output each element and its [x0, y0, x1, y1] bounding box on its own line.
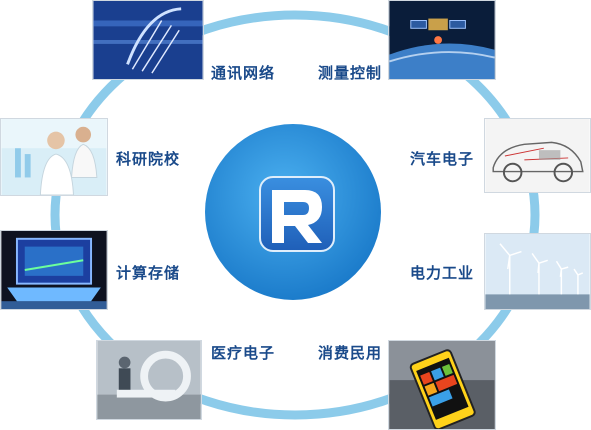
- laboratory-icon: [1, 119, 107, 195]
- label-computing-storage: 计算存储: [116, 264, 181, 282]
- satellite-dish-icon: [93, 1, 203, 79]
- smartphone-icon: [389, 341, 495, 429]
- wind-turbine-icon: [485, 234, 590, 309]
- thumb-communication: [92, 0, 204, 80]
- label-consumer-civil: 消费民用: [318, 344, 383, 362]
- laptop-icon: [1, 231, 107, 309]
- label-power-industry: 电力工业: [410, 264, 475, 282]
- outer-ring: [50, 10, 540, 420]
- satellite-icon: [389, 1, 495, 79]
- thumb-computing: [0, 230, 108, 310]
- thumb-research: [0, 118, 108, 196]
- label-medical-electronics: 医疗电子: [211, 344, 276, 362]
- label-communication-network: 通讯网络: [211, 64, 276, 82]
- label-automotive-electronics: 汽车电子: [410, 150, 475, 168]
- label-measurement-control: 测量控制: [318, 64, 383, 82]
- thumb-measurement: [388, 0, 496, 80]
- label-research-institutes: 科研院校: [116, 150, 181, 168]
- thumb-automotive: [484, 118, 591, 193]
- car-icon: [485, 119, 590, 192]
- thumb-consumer: [388, 340, 496, 430]
- thumb-medical: [96, 340, 202, 420]
- medical-equipment-icon: [97, 341, 201, 419]
- company-logo: R: [259, 176, 335, 252]
- thumb-power: [484, 233, 591, 310]
